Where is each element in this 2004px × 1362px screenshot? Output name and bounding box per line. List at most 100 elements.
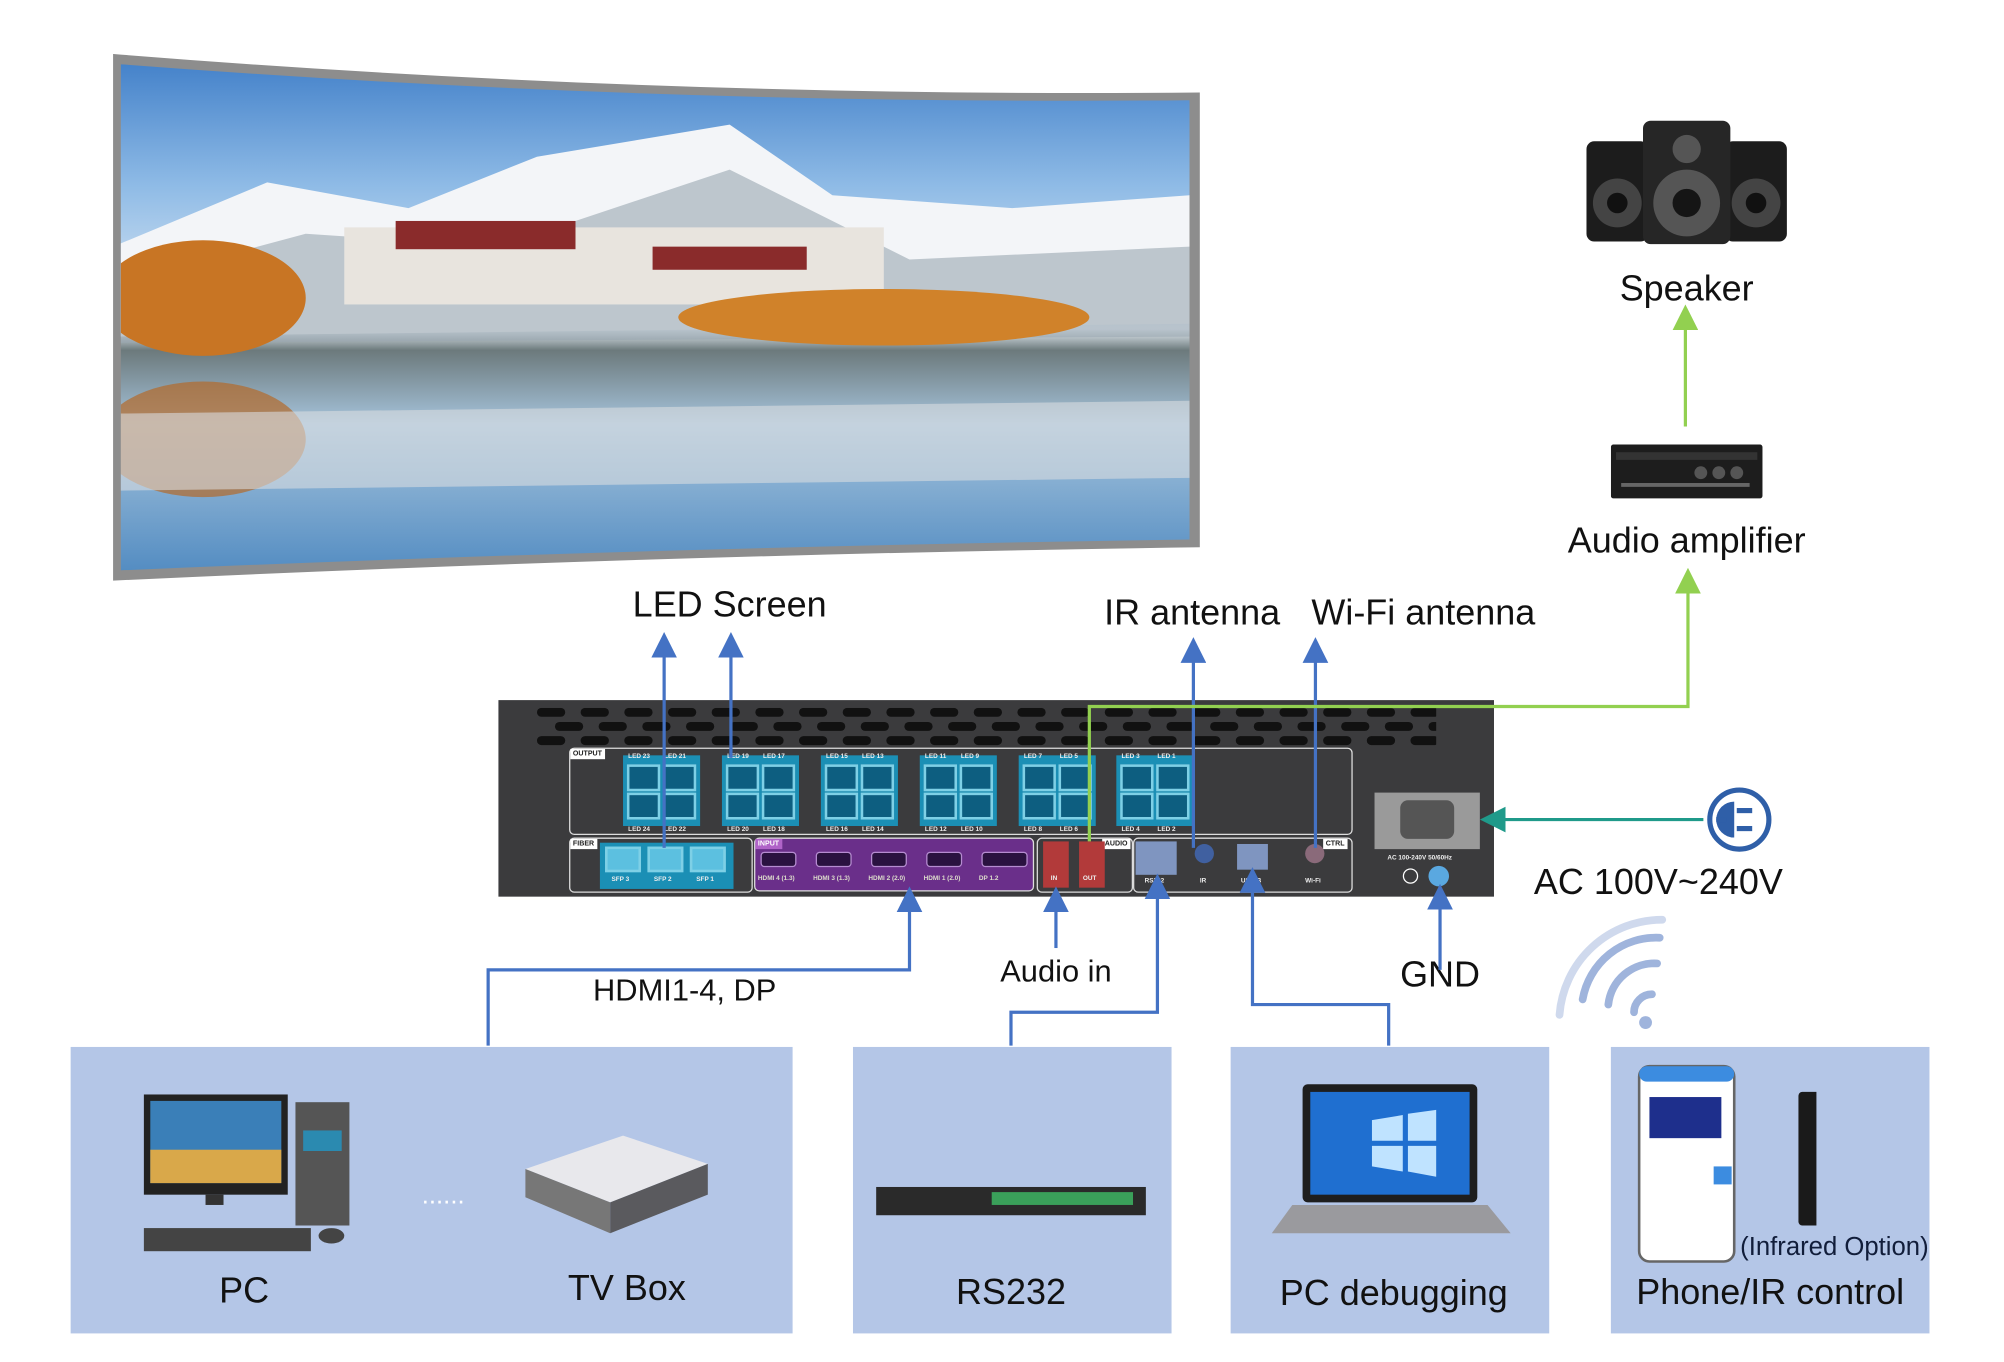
led-port-label-bottom: LED 8 [1023,825,1043,834]
gnd-terminal[interactable] [1428,865,1450,887]
led-port-label-bottom: LED 10 [960,825,983,834]
led-port-label-top: LED 15 [825,752,848,761]
led-screen-image [113,53,1200,581]
hdmi-port[interactable] [926,851,963,868]
laptop-icon [1271,1084,1511,1234]
led-port-label-top: LED 21 [664,752,686,761]
ellipsis: ...... [421,1181,465,1211]
input-tag: INPUT [755,838,782,850]
led-port-label-top: LED 7 [1023,752,1043,761]
rj45-port[interactable] [1120,764,1154,792]
infrared-option-label: (Infrared Option) [1740,1233,1929,1262]
rj45-port[interactable] [626,792,661,820]
rs232-port[interactable] [1135,841,1177,875]
rj45-port[interactable] [923,792,958,820]
led-port-label-top: LED 23 [628,752,650,761]
rj45-port[interactable] [824,764,859,792]
rj45-port[interactable] [824,792,859,820]
power-socket[interactable] [1374,792,1480,850]
led-port-label-bottom: LED 6 [1059,825,1079,834]
sfp-port-label: SFP 3 [611,876,630,884]
ground-symbol-icon [1402,868,1419,884]
led-screen-label: LED Screen [632,584,827,625]
audio-out-port-label: OUT [1082,874,1097,883]
input-port-label: DP 1.2 [978,874,999,883]
rj45-port[interactable] [923,764,958,792]
led-port-label-bottom: LED 12 [924,825,947,834]
tv-box-icon [525,1135,708,1234]
led-port-label-bottom: LED 14 [861,825,884,834]
audio-amplifier-icon [1610,444,1763,499]
wifi-port[interactable] [1305,843,1325,864]
usb-b-port[interactable] [1237,843,1268,870]
led-port-label-bottom: LED 22 [664,825,686,834]
led-port-label-top: LED 11 [924,752,947,761]
sfp-port-label: SFP 1 [696,876,714,884]
led-port-label-bottom: LED 24 [628,825,650,834]
led-port-label-bottom: LED 16 [825,825,848,834]
input-port-label: HDMI 1 (2.0) [923,874,961,883]
led-port-label-top: LED 5 [1059,752,1079,761]
rj45-port[interactable] [1156,792,1190,820]
rj45-port[interactable] [860,764,895,792]
rj45-port[interactable] [1058,764,1092,792]
hdmi-port[interactable] [870,851,907,868]
hdmi-port[interactable] [815,851,852,868]
rj45-port[interactable] [626,764,661,792]
rj45-port[interactable] [761,792,796,820]
led-port-label-bottom: LED 18 [763,825,785,834]
rj45-port[interactable] [725,792,760,820]
pc-icon [143,1094,350,1252]
ir-port[interactable] [1194,843,1214,864]
fiber-panel [569,837,753,893]
audio-in-port-label: IN [1050,874,1058,883]
pc-label: PC [219,1270,270,1311]
rs232-label: RS232 [955,1271,1066,1312]
rj45-port[interactable] [1156,764,1190,792]
input-port-label: HDMI 4 (1.3) [757,874,795,883]
wifi-port-label: Wi-Fi [1305,877,1321,886]
rj45-port[interactable] [761,764,796,792]
rs232-device-icon [876,1186,1146,1216]
rj45-port[interactable] [959,792,993,820]
rj45-port[interactable] [1120,792,1154,820]
wifi-antenna-label: Wi-Fi antenna [1311,592,1536,633]
ir-antenna-label: IR antenna [1104,592,1281,633]
rj45-port[interactable] [725,764,760,792]
power-rating-label: AC 100-240V 50/60Hz [1387,854,1452,862]
hdmi-port[interactable] [760,851,797,868]
led-port-label-bottom: LED 20 [727,825,749,834]
rj45-port[interactable] [959,764,993,792]
phone-ir-label: Phone/IR control [1636,1271,1905,1312]
ir-port-label: IR [1199,877,1207,886]
led-port-label-bottom: LED 4 [1121,825,1140,834]
sfp-port[interactable] [605,846,642,873]
led-port-label-top: LED 3 [1121,752,1140,761]
phone-remote-icon [1637,1064,1817,1263]
speaker-icon [1586,120,1787,245]
sfp-port-label: SFP 2 [653,876,672,884]
audio-in-label: Audio in [1000,954,1112,990]
led-port-label-top: LED 9 [960,752,980,761]
ac-power-label: AC 100V~240V [1533,861,1783,902]
led-port-label-bottom: LED 2 [1157,825,1176,834]
speaker-label: Speaker [1619,268,1754,309]
wireless-icon [1555,915,1667,1019]
pc-debugging-label: PC debugging [1279,1273,1508,1313]
led-port-label-top: LED 19 [727,752,749,761]
rj45-port[interactable] [860,792,895,820]
tv-box-label: TV Box [567,1267,686,1308]
power-plug-icon [1707,787,1772,852]
hdmi-port[interactable] [981,851,1028,868]
audio-out-jack[interactable] [1079,841,1105,888]
rj45-port[interactable] [1022,764,1056,792]
rj45-port[interactable] [1022,792,1056,820]
fiber-tag: FIBER [570,838,597,850]
input-port-label: HDMI 2 (2.0) [868,874,906,883]
audio-in-jack[interactable] [1043,841,1069,888]
sfp-port[interactable] [689,846,726,873]
input-port-label: HDMI 3 (1.3) [813,874,850,883]
audio-amplifier-label: Audio amplifier [1567,520,1806,561]
led-port-label-top: LED 1 [1157,752,1176,761]
